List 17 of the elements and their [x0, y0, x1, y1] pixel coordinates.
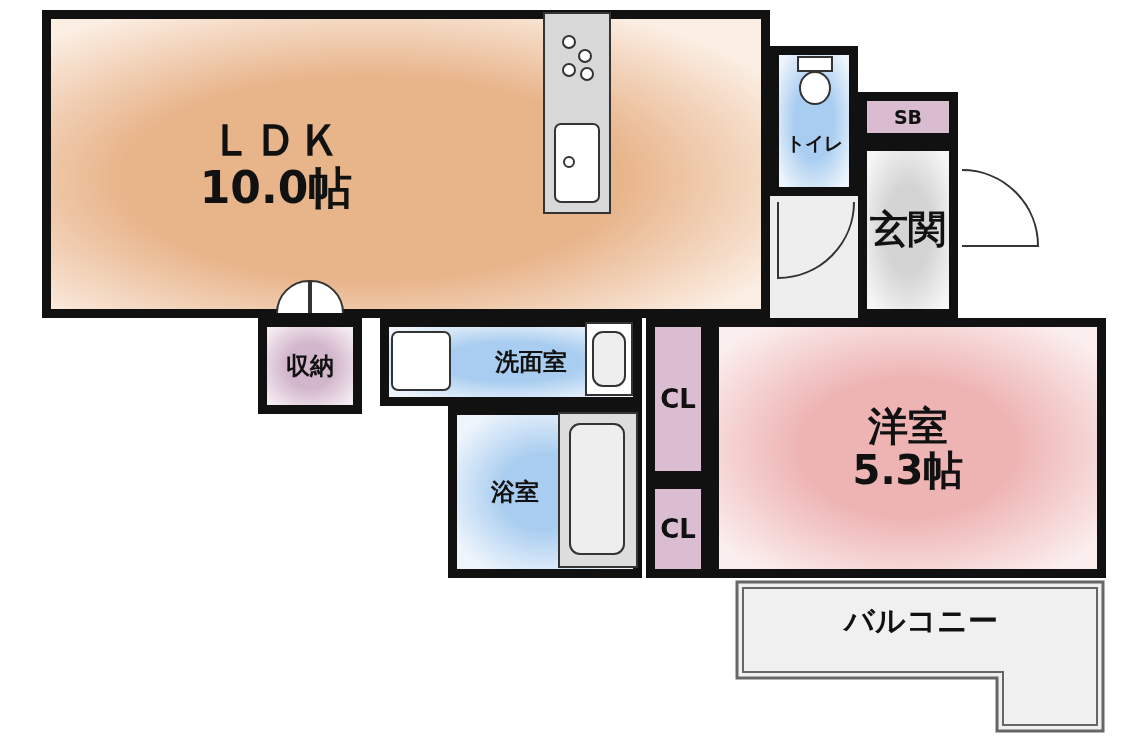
room-area: [42, 10, 770, 318]
room-label: 洗面室: [495, 348, 567, 376]
room-label: ＬＤＫ: [210, 115, 342, 164]
room-label: 収納: [286, 352, 334, 380]
room-label: 浴室: [491, 478, 539, 506]
area-label: 10.0帖: [199, 164, 353, 213]
area-label: 5.3帖: [852, 448, 964, 492]
room-label: トイレ: [785, 132, 843, 154]
room-label: 洋室: [868, 404, 948, 448]
room-area: [710, 318, 1106, 578]
room-label: CL: [660, 384, 696, 414]
room-label: 玄関: [870, 209, 946, 251]
room-area: [258, 318, 362, 414]
room-label: CL: [660, 514, 696, 544]
balcony-area: [735, 580, 1107, 734]
room-label: バルコニー: [844, 604, 998, 637]
room-label: SB: [893, 106, 923, 128]
